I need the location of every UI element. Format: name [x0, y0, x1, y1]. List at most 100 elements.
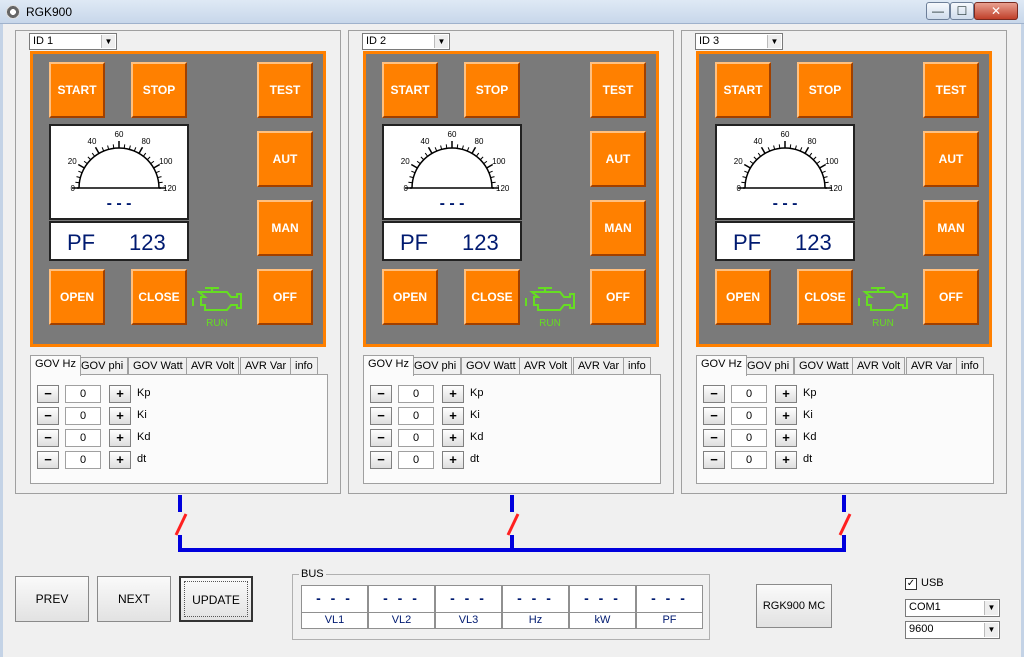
- close-button[interactable]: ✕: [974, 2, 1018, 20]
- tab-avr-var[interactable]: AVR Var: [240, 357, 292, 375]
- kd-decrement-button[interactable]: −: [370, 429, 392, 447]
- rgk900-mc-button[interactable]: RGK900 MC: [756, 584, 832, 628]
- kd-decrement-button[interactable]: −: [37, 429, 59, 447]
- chevron-down-icon[interactable]: ▼: [434, 35, 448, 48]
- kp-decrement-button[interactable]: −: [370, 385, 392, 403]
- ki-decrement-button[interactable]: −: [370, 407, 392, 425]
- kp-increment-button[interactable]: +: [109, 385, 131, 403]
- open-button[interactable]: OPEN: [715, 269, 771, 325]
- dt-increment-button[interactable]: +: [775, 451, 797, 469]
- dt-decrement-button[interactable]: −: [37, 451, 59, 469]
- man-button[interactable]: MAN: [923, 200, 979, 256]
- dt-increment-button[interactable]: +: [442, 451, 464, 469]
- usb-checkbox[interactable]: ✓: [905, 578, 917, 590]
- ki-decrement-button[interactable]: −: [703, 407, 725, 425]
- tab-gov-hz[interactable]: GOV Hz: [30, 355, 81, 376]
- kd-increment-button[interactable]: +: [442, 429, 464, 447]
- close-breaker-button[interactable]: CLOSE: [131, 269, 187, 325]
- off-button[interactable]: OFF: [257, 269, 313, 325]
- test-button[interactable]: TEST: [923, 62, 979, 118]
- dt-decrement-button[interactable]: −: [703, 451, 725, 469]
- tab-gov-watt[interactable]: GOV Watt: [461, 357, 521, 375]
- tab-info[interactable]: info: [956, 357, 984, 375]
- dt-increment-button[interactable]: +: [109, 451, 131, 469]
- kp-decrement-button[interactable]: −: [703, 385, 725, 403]
- id-select[interactable]: ID 3 ▼: [695, 33, 783, 50]
- test-button[interactable]: TEST: [257, 62, 313, 118]
- id-select[interactable]: ID 2 ▼: [362, 33, 450, 50]
- title-bar[interactable]: RGK900 — ☐ ✕: [0, 0, 1024, 24]
- off-button[interactable]: OFF: [923, 269, 979, 325]
- id-select[interactable]: ID 1 ▼: [29, 33, 117, 50]
- chevron-down-icon[interactable]: ▼: [767, 35, 781, 48]
- start-button[interactable]: START: [715, 62, 771, 118]
- kp-value[interactable]: 0: [65, 385, 101, 403]
- tab-gov-hz[interactable]: GOV Hz: [696, 355, 747, 376]
- tab-avr-var[interactable]: AVR Var: [906, 357, 958, 375]
- chevron-down-icon[interactable]: ▼: [984, 623, 998, 637]
- ki-value[interactable]: 0: [65, 407, 101, 425]
- stop-button[interactable]: STOP: [131, 62, 187, 118]
- dt-value[interactable]: 0: [731, 451, 767, 469]
- kd-value[interactable]: 0: [398, 429, 434, 447]
- app-icon[interactable]: [6, 5, 20, 19]
- aut-button[interactable]: AUT: [590, 131, 646, 187]
- gauge-tick: [146, 156, 151, 161]
- tab-gov-watt[interactable]: GOV Watt: [128, 357, 188, 375]
- open-button[interactable]: OPEN: [382, 269, 438, 325]
- kd-increment-button[interactable]: +: [109, 429, 131, 447]
- dt-value[interactable]: 0: [65, 451, 101, 469]
- tab-info[interactable]: info: [290, 357, 318, 375]
- start-button[interactable]: START: [49, 62, 105, 118]
- prev-button[interactable]: PREV: [15, 576, 89, 622]
- chevron-down-icon[interactable]: ▼: [101, 35, 115, 48]
- chevron-down-icon[interactable]: ▼: [984, 601, 998, 615]
- tab-info[interactable]: info: [623, 357, 651, 375]
- ki-increment-button[interactable]: +: [775, 407, 797, 425]
- baud-select[interactable]: 9600 ▼: [905, 621, 1000, 639]
- kd-value[interactable]: 0: [731, 429, 767, 447]
- kp-decrement-button[interactable]: −: [37, 385, 59, 403]
- tab-gov-watt[interactable]: GOV Watt: [794, 357, 854, 375]
- tab-avr-volt[interactable]: AVR Volt: [519, 357, 573, 375]
- tab-avr-var[interactable]: AVR Var: [573, 357, 625, 375]
- kp-value[interactable]: 0: [731, 385, 767, 403]
- tab-gov-phi[interactable]: GOV phi: [409, 357, 462, 375]
- off-button[interactable]: OFF: [590, 269, 646, 325]
- ki-decrement-button[interactable]: −: [37, 407, 59, 425]
- man-button[interactable]: MAN: [257, 200, 313, 256]
- kp-increment-button[interactable]: +: [442, 385, 464, 403]
- man-button[interactable]: MAN: [590, 200, 646, 256]
- tab-avr-volt[interactable]: AVR Volt: [852, 357, 906, 375]
- stop-button[interactable]: STOP: [797, 62, 853, 118]
- kd-increment-button[interactable]: +: [775, 429, 797, 447]
- tab-gov-phi[interactable]: GOV phi: [76, 357, 129, 375]
- kp-increment-button[interactable]: +: [775, 385, 797, 403]
- maximize-button[interactable]: ☐: [950, 2, 974, 20]
- dt-value[interactable]: 0: [398, 451, 434, 469]
- port-select[interactable]: COM1 ▼: [905, 599, 1000, 617]
- ki-value[interactable]: 0: [398, 407, 434, 425]
- update-button[interactable]: UPDATE: [179, 576, 253, 622]
- ki-increment-button[interactable]: +: [442, 407, 464, 425]
- tab-avr-volt[interactable]: AVR Volt: [186, 357, 240, 375]
- stop-button[interactable]: STOP: [464, 62, 520, 118]
- aut-button[interactable]: AUT: [923, 131, 979, 187]
- start-button[interactable]: START: [382, 62, 438, 118]
- tab-gov-phi[interactable]: GOV phi: [742, 357, 795, 375]
- open-button[interactable]: OPEN: [49, 269, 105, 325]
- close-breaker-button[interactable]: CLOSE: [464, 269, 520, 325]
- ki-value[interactable]: 0: [731, 407, 767, 425]
- next-button[interactable]: NEXT: [97, 576, 171, 622]
- window-title: RGK900: [26, 5, 73, 19]
- minimize-button[interactable]: —: [926, 2, 950, 20]
- close-breaker-button[interactable]: CLOSE: [797, 269, 853, 325]
- kd-decrement-button[interactable]: −: [703, 429, 725, 447]
- dt-decrement-button[interactable]: −: [370, 451, 392, 469]
- kp-value[interactable]: 0: [398, 385, 434, 403]
- aut-button[interactable]: AUT: [257, 131, 313, 187]
- test-button[interactable]: TEST: [590, 62, 646, 118]
- ki-increment-button[interactable]: +: [109, 407, 131, 425]
- kd-value[interactable]: 0: [65, 429, 101, 447]
- tab-gov-hz[interactable]: GOV Hz: [363, 355, 414, 376]
